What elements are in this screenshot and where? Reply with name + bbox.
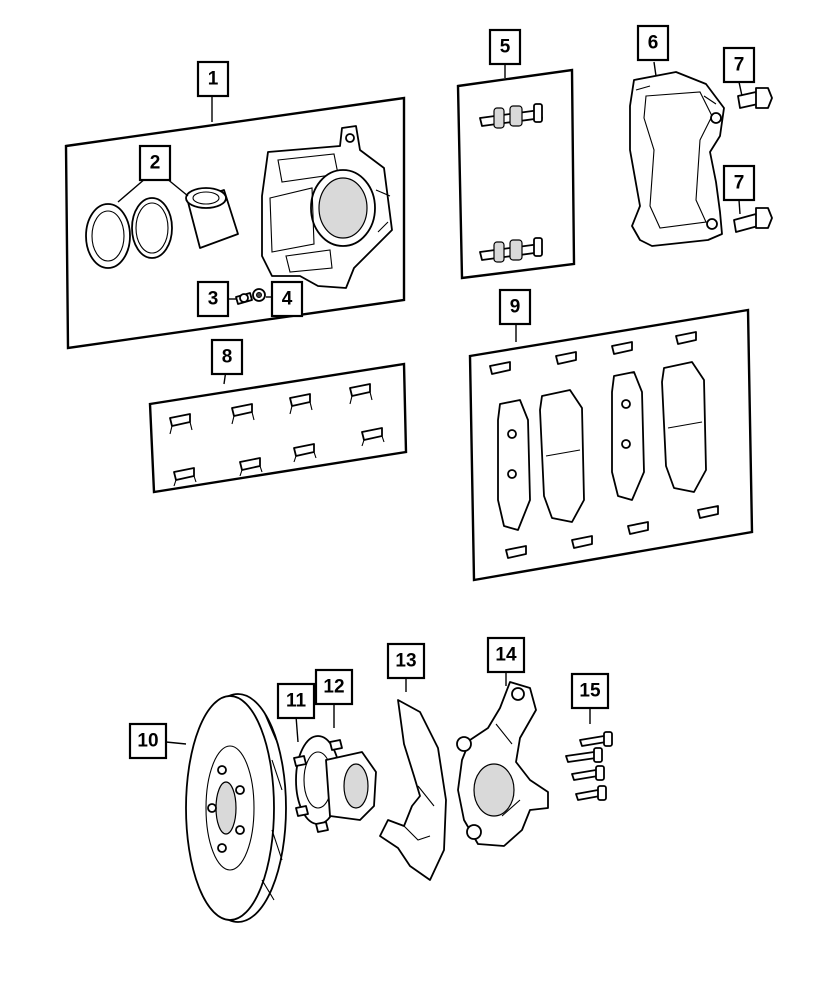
callout-2: 2: [138, 144, 172, 182]
callout-15-label: 15: [579, 681, 601, 702]
clip: [293, 443, 317, 463]
brake-pad-panel: [468, 308, 754, 582]
callout-1-label: 1: [208, 69, 219, 90]
brake-pad-outer-2: [661, 361, 707, 493]
guide-pin-panel: [456, 68, 576, 280]
brake-rotor: [185, 693, 287, 923]
callout-5: 5: [488, 28, 522, 66]
callout-9-label: 9: [510, 297, 521, 318]
clip: [231, 403, 255, 425]
bleeder-cap: [252, 288, 266, 302]
caliper-seal: [85, 203, 131, 269]
adapter-bolt-lower: [733, 207, 773, 233]
callout-12-label: 12: [323, 677, 344, 698]
callout-15: 15: [570, 672, 610, 710]
pad-clip: [555, 351, 577, 365]
clip: [349, 383, 373, 405]
callout-1: 1: [196, 60, 230, 98]
callout-3: 3: [196, 280, 230, 318]
callout-14-label: 14: [495, 645, 517, 666]
clip: [169, 413, 193, 435]
callout-10-label: 10: [137, 731, 158, 752]
callout-8-label: 8: [222, 347, 233, 368]
knuckle-bolts: [565, 731, 613, 801]
adapter-bolt-upper: [737, 87, 773, 109]
callout-12: 12: [314, 668, 354, 706]
clip: [239, 457, 263, 477]
pad-clip: [505, 545, 527, 559]
callout-9: 9: [498, 288, 532, 326]
callout-5-label: 5: [500, 37, 511, 58]
clip: [361, 427, 385, 447]
brake-pad-inner-2: [611, 371, 645, 501]
bolt: [579, 731, 613, 747]
steering-knuckle: [456, 681, 549, 847]
callout-13-label: 13: [395, 651, 416, 672]
pad-clip: [489, 361, 511, 375]
caliper-adapter-bracket: [629, 71, 725, 247]
callout-7a-label: 7: [734, 55, 745, 76]
callout-2-label: 2: [150, 153, 161, 174]
brake-pad-outer: [539, 389, 585, 523]
dust-shield: [379, 699, 447, 881]
guide-pin-upper: [479, 103, 543, 129]
bolt: [565, 747, 603, 763]
guide-pin-lower: [479, 237, 543, 263]
clip: [289, 393, 313, 415]
bleeder-screw: [235, 292, 253, 305]
clip-kit-panel: [148, 362, 408, 494]
pad-clip: [697, 505, 719, 519]
caliper-kit-panel: [64, 96, 406, 350]
callout-14: 14: [486, 636, 526, 674]
pad-clip: [571, 535, 593, 549]
callout-6-label: 6: [648, 33, 659, 54]
callout-4: 4: [270, 280, 304, 318]
caliper-housing: [261, 125, 393, 289]
pad-clip: [611, 341, 633, 355]
hub-bearing: [293, 735, 377, 833]
callout-7b-label: 7: [734, 173, 745, 194]
callout-6: 6: [636, 24, 670, 62]
brake-pad-inner: [497, 399, 531, 531]
callout-8: 8: [210, 338, 244, 376]
caliper-piston: [185, 187, 239, 249]
clip: [173, 467, 197, 487]
callout-13: 13: [386, 642, 426, 680]
callout-4-label: 4: [282, 289, 293, 310]
callout-7a: 7: [722, 46, 756, 84]
pad-clip: [627, 521, 649, 535]
callout-3-label: 3: [208, 289, 219, 310]
callout-11-label: 11: [286, 691, 307, 712]
bolt: [575, 785, 607, 801]
bolt: [571, 765, 605, 781]
pad-clip: [675, 331, 697, 345]
callout-10: 10: [128, 722, 168, 760]
callout-7b: 7: [722, 164, 756, 202]
callout-11: 11: [276, 682, 316, 720]
caliper-boot: [131, 197, 173, 259]
